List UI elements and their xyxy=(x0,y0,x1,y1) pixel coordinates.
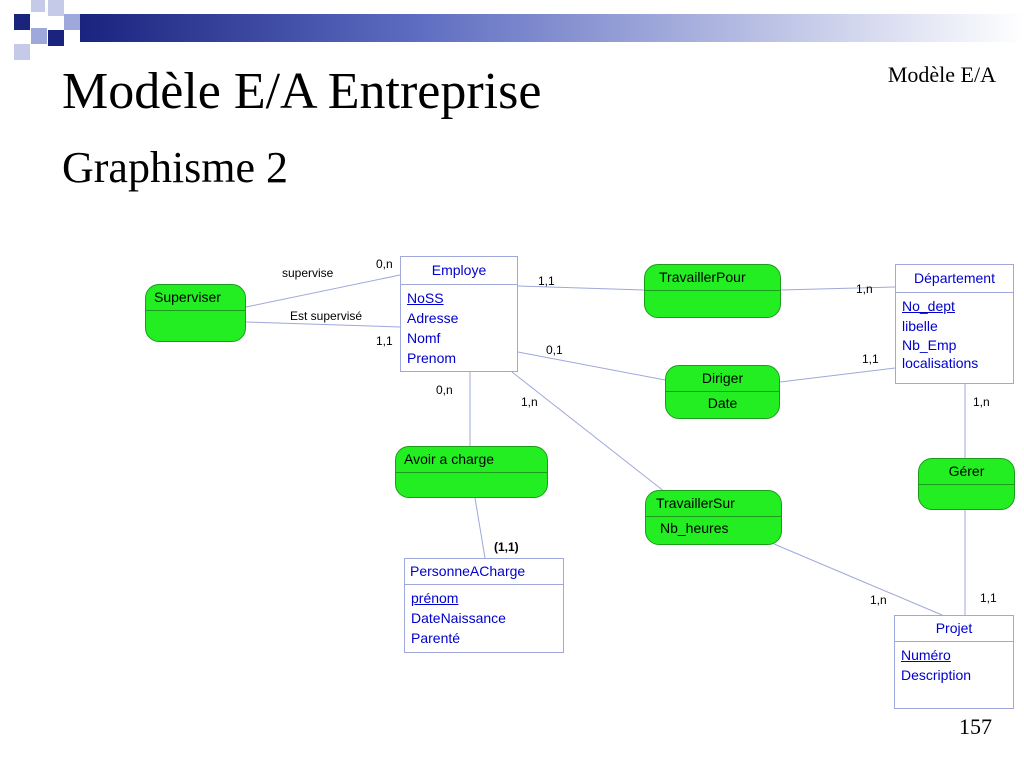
relation-superviser[interactable]: Superviser xyxy=(145,284,246,342)
relation-avoiracharge[interactable]: Avoir a charge xyxy=(395,446,548,498)
relation-travaillerpour-name: TravaillerPour xyxy=(645,265,780,291)
link-employe-diriger xyxy=(517,351,666,381)
entity-projet[interactable]: Projet Numéro Description xyxy=(894,615,1014,709)
entity-personneacharge-name: PersonneACharge xyxy=(405,559,563,585)
attr-libelle: libelle xyxy=(902,318,938,334)
link-travaillerpour-departement xyxy=(780,286,896,291)
page-number: 157 xyxy=(959,714,992,739)
attr-localisations: localisations xyxy=(902,355,979,371)
cardinality-superviser-bottom: 1,1 xyxy=(376,334,393,348)
entity-departement-name: Département xyxy=(896,265,1013,293)
role-est-supervise: Est supervisé xyxy=(290,309,363,323)
entity-departement[interactable]: Département No_dept libelle Nb_Emp local… xyxy=(895,264,1014,384)
link-superviser-supervise xyxy=(245,274,401,308)
cardinality-superviser-top: 0,n xyxy=(376,257,393,271)
attr-datenaissance: DateNaissance xyxy=(411,610,506,626)
slide-title: Modèle E/A Entreprise xyxy=(62,63,542,120)
link-avoiracharge-personne xyxy=(474,497,486,559)
attr-noss: NoSS xyxy=(407,290,444,306)
cardinality-travaillersur-projet: 1,n xyxy=(870,593,887,607)
cardinality-travaillerpour-employe: 1,1 xyxy=(538,274,555,288)
attr-description: Description xyxy=(901,667,972,683)
attr-adresse: Adresse xyxy=(407,310,459,326)
relation-travaillerpour[interactable]: TravaillerPour xyxy=(644,264,781,318)
attr-prenom: Prenom xyxy=(407,350,457,366)
cardinality-gerer-departement: 1,n xyxy=(973,395,990,409)
cardinality-gerer-projet: 1,1 xyxy=(980,591,997,605)
link-travaillersur-projet xyxy=(773,543,943,616)
relation-gerer-name: Gérer xyxy=(919,459,1014,485)
header-right-label: Modèle E/A xyxy=(887,62,996,87)
cardinality-diriger-departement: 1,1 xyxy=(862,352,879,366)
title-decoration-bar xyxy=(14,0,1024,60)
cardinality-diriger-employe: 0,1 xyxy=(546,343,563,357)
attr-no-dept: No_dept xyxy=(902,298,955,314)
slide-subtitle: Graphisme 2 xyxy=(62,143,289,192)
attr-parente: Parenté xyxy=(411,630,461,646)
attr-nomf: Nomf xyxy=(407,330,441,346)
relation-travaillersur-name: TravaillerSur xyxy=(646,491,781,517)
link-employe-travaillerpour xyxy=(517,285,645,291)
attr-nb-emp: Nb_Emp xyxy=(902,337,957,353)
cardinality-avoiracharge-employe: 0,n xyxy=(436,383,453,397)
attr-prenom-personne: prénom xyxy=(411,590,459,606)
role-supervise: supervise xyxy=(282,266,334,280)
cardinality-travaillersur-employe: 1,n xyxy=(521,395,538,409)
relation-diriger[interactable]: Diriger Date xyxy=(665,365,780,419)
cardinality-avoiracharge-personne: (1,1) xyxy=(494,540,519,554)
attr-date: Date xyxy=(707,395,738,411)
relation-travaillersur[interactable]: TravaillerSur Nb_heures xyxy=(645,490,782,545)
entity-projet-name: Projet xyxy=(895,616,1013,642)
entity-personneacharge[interactable]: PersonneACharge prénom DateNaissance Par… xyxy=(404,558,564,653)
link-diriger-departement xyxy=(779,367,896,383)
attr-nb-heures: Nb_heures xyxy=(660,520,729,536)
cardinality-travaillerpour-departement: 1,n xyxy=(856,282,873,296)
link-superviser-est-supervise xyxy=(245,321,401,328)
relation-diriger-name: Diriger xyxy=(666,366,779,392)
link-employe-travaillersur xyxy=(511,371,666,493)
relation-gerer[interactable]: Gérer xyxy=(918,458,1015,510)
entity-employe[interactable]: Employe NoSS Adresse Nomf Prenom xyxy=(400,256,518,372)
relation-superviser-name: Superviser xyxy=(146,285,245,311)
attr-numero: Numéro xyxy=(901,647,951,663)
entity-employe-name: Employe xyxy=(401,257,517,285)
relation-avoiracharge-name: Avoir a charge xyxy=(396,447,547,473)
